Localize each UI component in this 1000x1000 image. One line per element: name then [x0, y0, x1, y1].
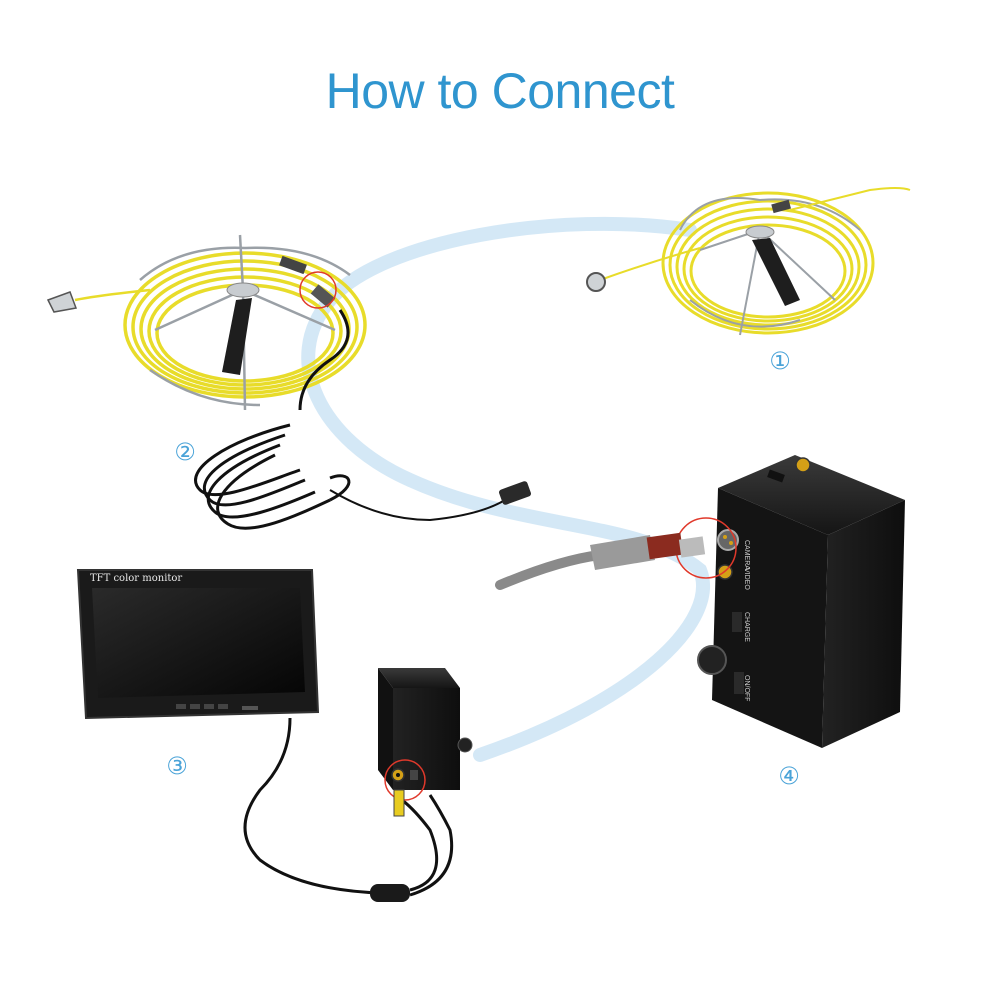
port-label-charge: CHARGE: [743, 612, 750, 642]
step-label-2: ②: [174, 438, 196, 466]
step-label-4: ④: [778, 762, 800, 790]
page-title: How to Connect: [325, 63, 675, 119]
step-label-1: ①: [769, 347, 791, 375]
reel-2: [46, 234, 531, 530]
connection-guide-path: [301, 216, 710, 762]
monitor: TFT color monitor: [76, 569, 454, 902]
reel-1: [586, 187, 911, 336]
step-label-3: ③: [166, 752, 188, 780]
large-control-box: CAMERA VIDEO CHARGE ON/OFF: [495, 455, 905, 748]
small-control-box: [378, 668, 473, 817]
monitor-brand-text: TFT color monitor: [90, 573, 182, 584]
port-label-camera: CAMERA: [743, 540, 750, 570]
port-label-video: VIDEO: [743, 568, 750, 590]
port-label-onoff: ON/OFF: [743, 675, 750, 701]
